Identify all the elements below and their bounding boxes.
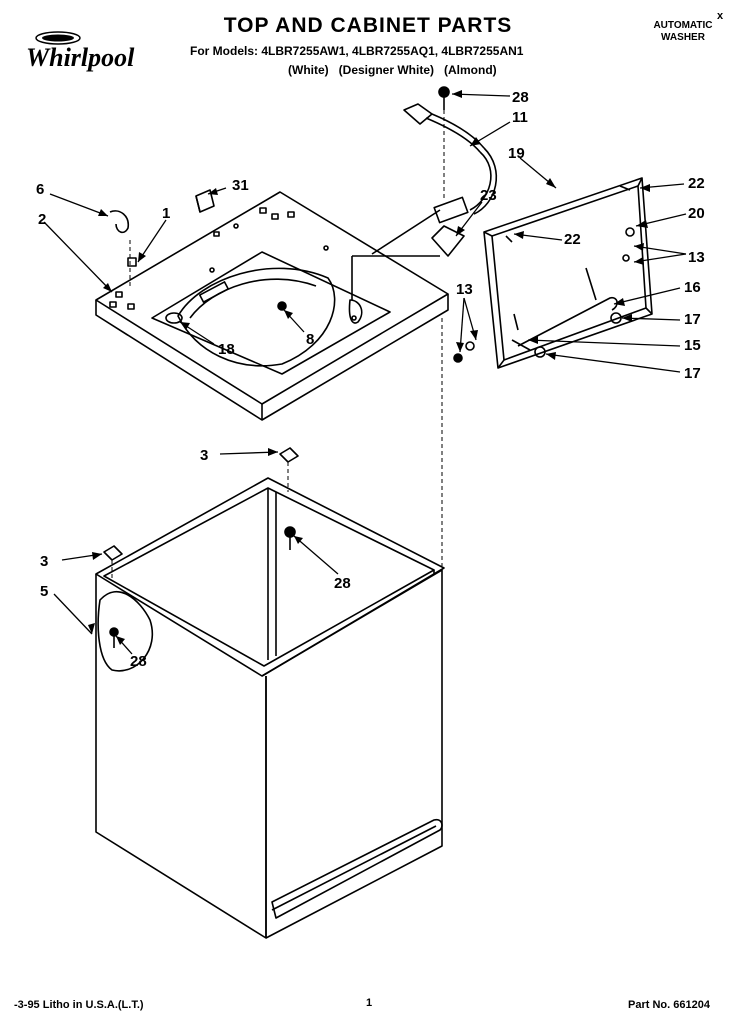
callout-28-mid: 28 [334,575,351,592]
callout-22-b: 22 [564,231,581,248]
callout-17-a: 17 [684,311,701,328]
page-number: 1 [366,997,373,1009]
page-title: TOP AND CABINET PARTS [223,14,513,37]
corner-mark: x [717,10,724,22]
lid-switch-harness [351,103,498,300]
callout-28-top: 28 [512,89,529,106]
product-type: AUTOMATIC WASHER [638,20,728,44]
callout-22-a: 22 [688,175,705,192]
whirlpool-logo: Whirlpool [22,24,162,76]
color-list: (White) (Designer White) (Almond) [288,63,497,77]
brand-wordmark: Whirlpool [26,43,135,72]
callout-16: 16 [684,279,701,296]
small-top-parts [109,189,215,267]
litho-note: -3-95 Litho in U.S.A.(L.T.) [14,999,144,1011]
callout-28-low: 28 [130,653,147,670]
callout-3-a: 3 [200,447,208,464]
callout-6: 6 [36,181,44,198]
washer-cabinet [95,447,445,939]
callout-31: 31 [232,177,249,194]
callout-5: 5 [40,583,48,600]
callout-18: 18 [218,341,235,358]
lid-assembly [438,86,653,369]
callout-20: 20 [688,205,705,222]
callout-8: 8 [306,331,314,348]
callout-17-b: 17 [684,365,701,382]
callout-11: 11 [512,109,528,126]
callout-13-b: 13 [456,281,473,298]
product-type-line1: AUTOMATIC [653,20,713,31]
callout-15: 15 [684,337,701,354]
washer-top-panel [95,191,449,421]
callout-2: 2 [38,211,46,228]
callout-23: 23 [480,187,497,204]
part-number: Part No. 661204 [628,999,710,1011]
callout-13-a: 13 [688,249,705,266]
model-list: For Models: 4LBR7255AW1, 4LBR7255AQ1, 4L… [190,44,524,58]
callout-19: 19 [508,145,525,162]
callout-3-b: 3 [40,553,48,570]
callout-1: 1 [162,205,170,222]
product-type-line2: WASHER [661,32,705,43]
